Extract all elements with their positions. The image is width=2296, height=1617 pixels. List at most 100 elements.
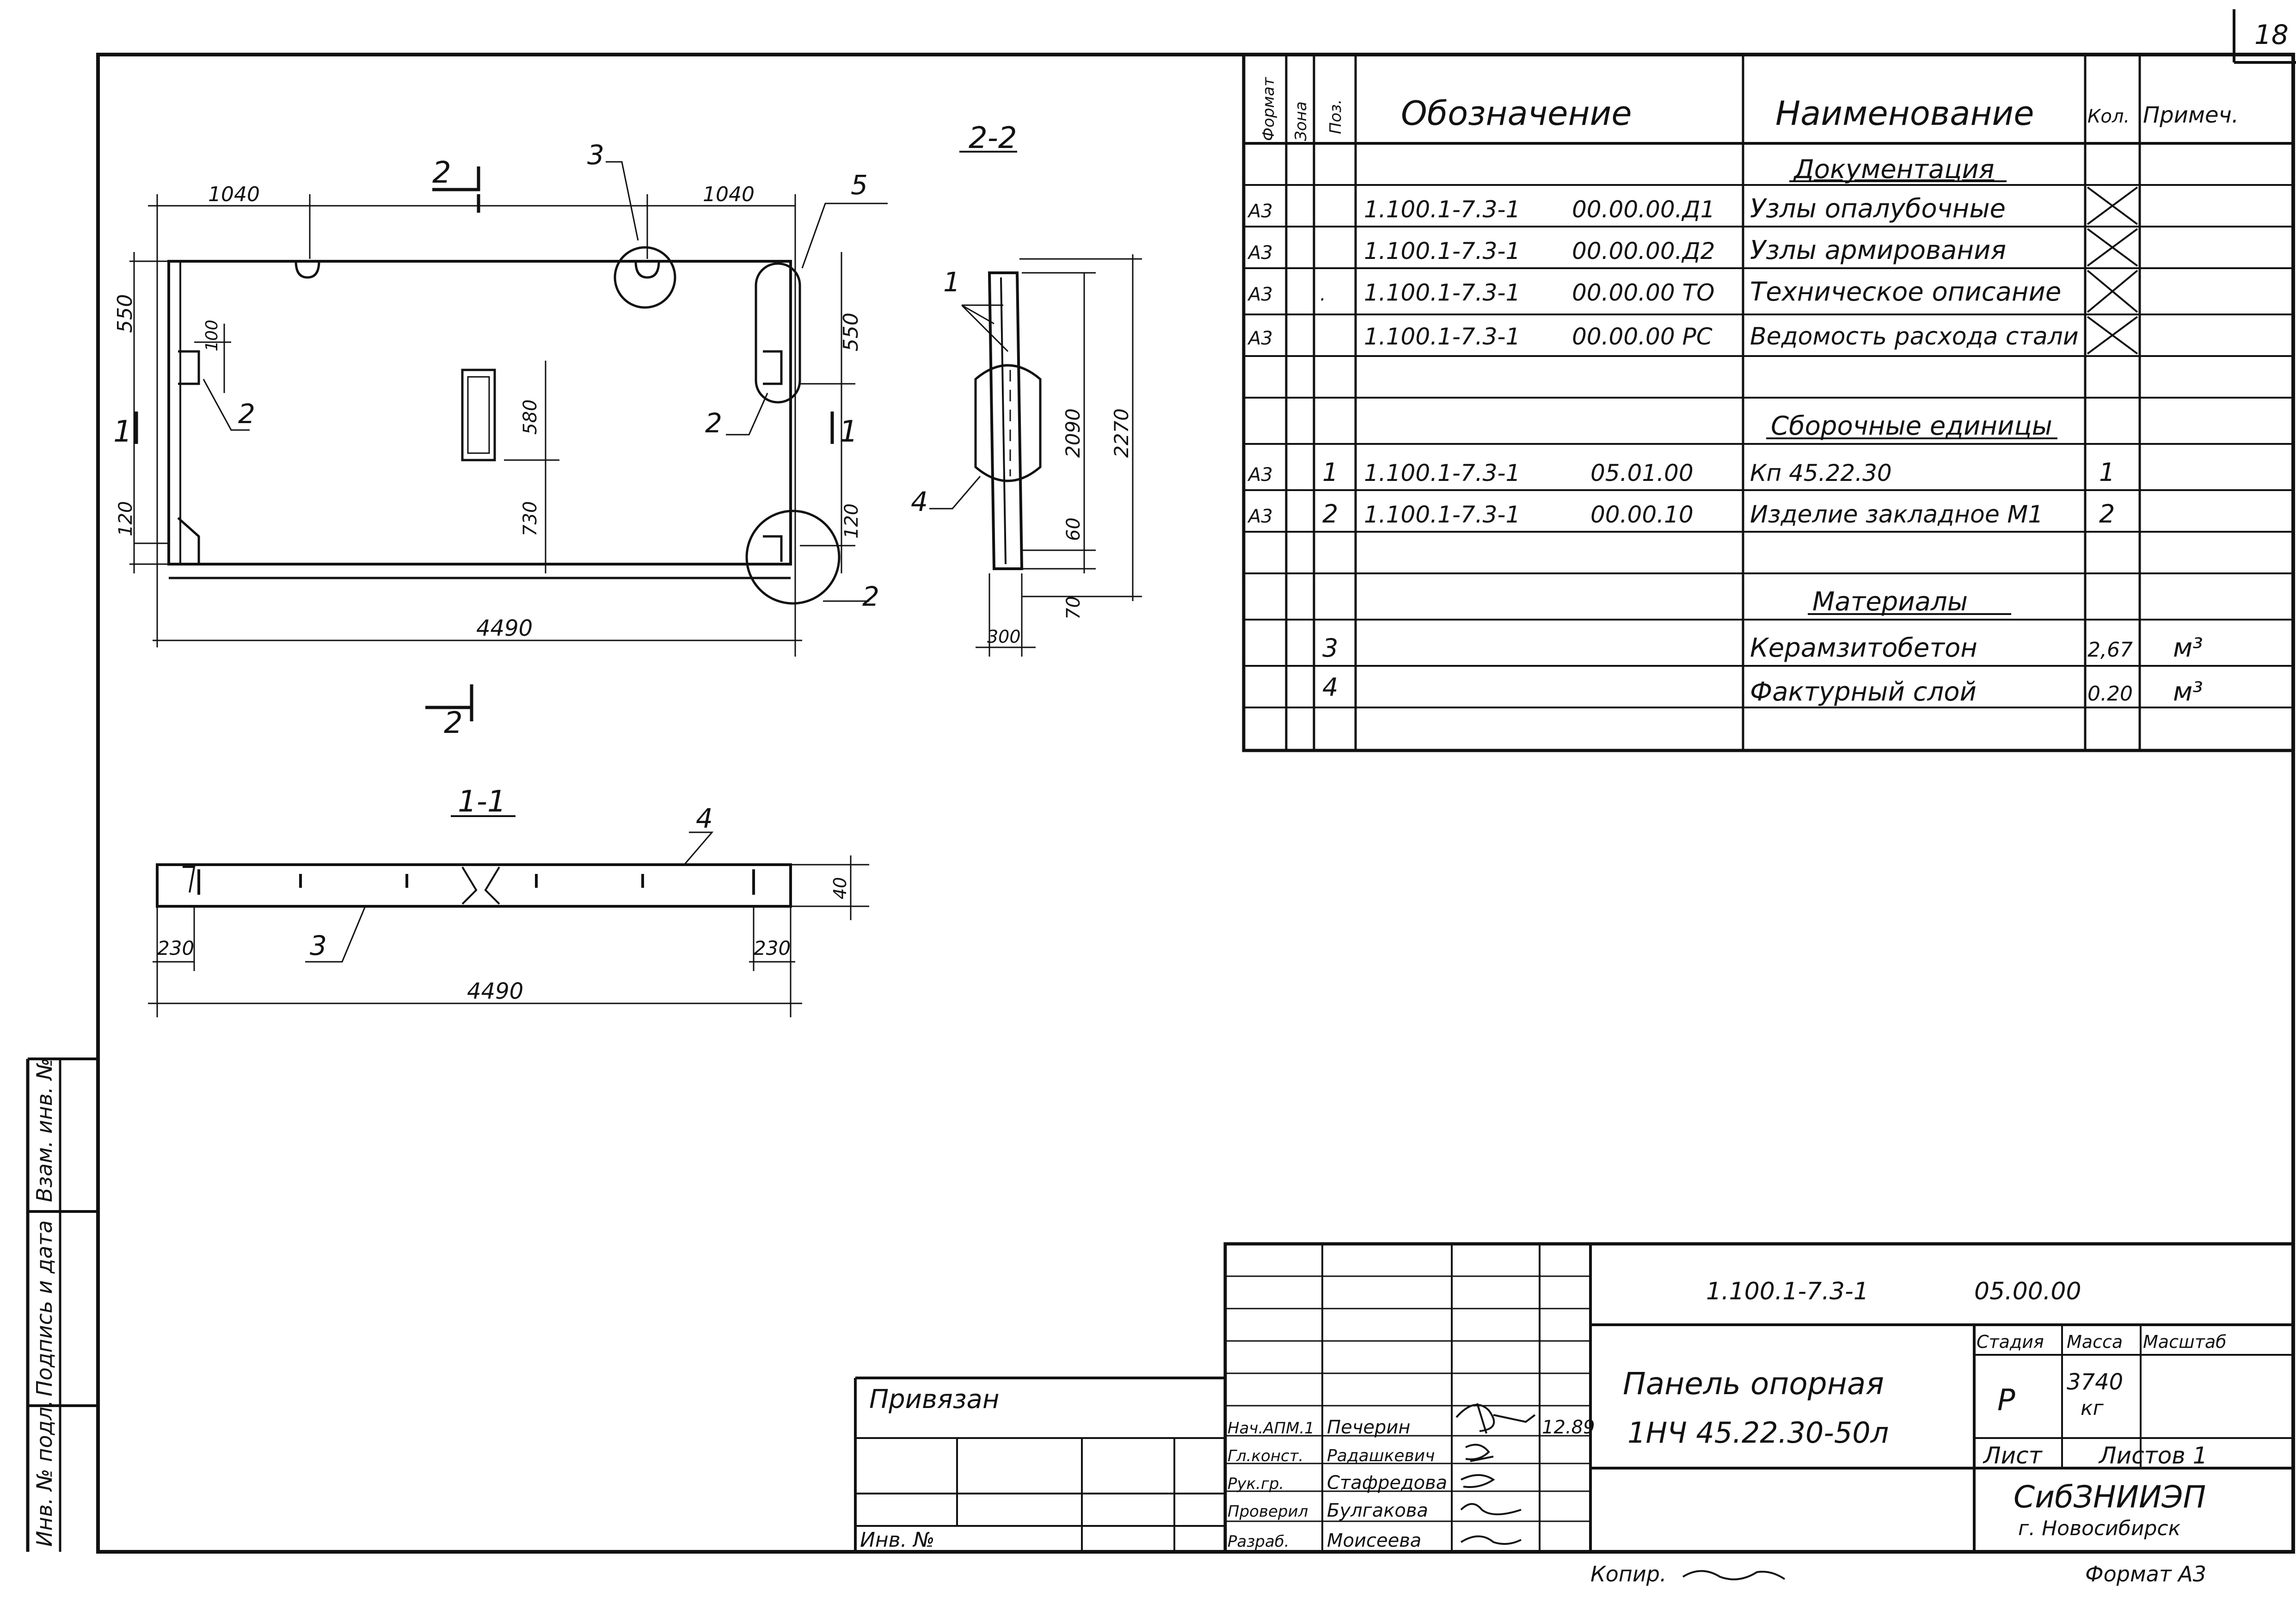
callout-2-right: 2 bbox=[705, 407, 722, 439]
callout-2-bottom: 2 bbox=[862, 581, 879, 612]
dim-60: 60 bbox=[1063, 517, 1084, 541]
staff-role: Разраб. bbox=[1228, 1532, 1289, 1551]
sheet-label: Лист bbox=[1983, 1442, 2043, 1469]
row-zone: . bbox=[1320, 284, 1326, 305]
staff-name: Радашкевич bbox=[1327, 1446, 1435, 1465]
stage-header: Стадия bbox=[1977, 1332, 2044, 1352]
left-strip: Взам. инв. № Подпись и дата Инв. № подл. bbox=[26, 1058, 98, 1552]
section-documentation: Документация bbox=[1793, 154, 1994, 184]
row-designation: 1.100.1-7.3-1 bbox=[1364, 460, 1520, 486]
footer-copied: Копир. bbox=[1590, 1562, 1667, 1586]
strip-sign-date: Подпись и дата bbox=[32, 1220, 57, 1396]
spec-table-headers: Формат Зона Поз. Обозначение Наименовани… bbox=[1259, 77, 2239, 141]
row-pos: 1 bbox=[1322, 458, 1338, 487]
header-format: Формат bbox=[1259, 77, 1278, 141]
row-pos: 2 bbox=[1322, 499, 1338, 529]
row-note: м³ bbox=[2173, 633, 2203, 663]
stage-value: Р bbox=[1997, 1383, 2015, 1418]
org-name: СибЗНИИЭП bbox=[2014, 1479, 2206, 1515]
product-line2: 1НЧ 45.22.30-50л bbox=[1627, 1416, 1889, 1450]
callout-3-11: 3 bbox=[310, 930, 327, 961]
dim-2090: 2090 bbox=[1062, 408, 1084, 458]
dim-plan-length: 4490 bbox=[476, 615, 533, 641]
row-qty: 0.20 bbox=[2087, 682, 2133, 706]
org-city: г. Новосибирск bbox=[2018, 1517, 2181, 1540]
row-name: Фактурный слой bbox=[1750, 677, 1977, 707]
table-row: А3 1 1.100.1-7.3-1 05.01.00 Кп 45.22.30 … bbox=[1247, 458, 2115, 487]
scale-header: Масштаб bbox=[2143, 1332, 2227, 1352]
header-designation: Обозначение bbox=[1401, 94, 1632, 133]
row-code: 00.00.00.Д2 bbox=[1572, 238, 1715, 264]
header-note: Примеч. bbox=[2143, 102, 2239, 128]
row-name: Узлы опалубочные bbox=[1750, 194, 2006, 224]
section-mark-1-left: 1 bbox=[113, 415, 132, 449]
title-block-text: 1.100.1-7.3-1 05.00.00 Панель опорная 1Н… bbox=[1228, 1278, 2227, 1551]
table-row: 4 Фактурный слой 0.20 м³ bbox=[1322, 673, 2203, 707]
footer-format: Формат А3 bbox=[2085, 1562, 2206, 1586]
privyazan-inv-label: Инв. № bbox=[860, 1528, 934, 1552]
row-name: Кп 45.22.30 bbox=[1750, 460, 1892, 486]
row-format: А3 bbox=[1247, 464, 1273, 486]
callout-2-left: 2 bbox=[238, 398, 255, 430]
row-pos: 3 bbox=[1322, 633, 1338, 663]
callout-1: 1 bbox=[943, 266, 960, 298]
section-mark-2-bottom: 2 bbox=[444, 706, 463, 740]
copier-signature bbox=[1682, 1570, 1786, 1580]
dim-230-left: 230 bbox=[157, 937, 194, 959]
section-2-2-labels: 2-2 1 4 2090 2270 60 70 300 bbox=[911, 121, 1133, 647]
doc-code: 05.00.00 bbox=[1974, 1278, 2081, 1305]
dim-left-bottom: 120 bbox=[115, 501, 136, 536]
callout-4-section: 4 bbox=[911, 486, 928, 517]
title-block bbox=[1223, 1242, 2295, 1554]
row-code: 05.01.00 bbox=[1590, 460, 1694, 486]
dim-left-small: 100 bbox=[203, 320, 221, 351]
row-name: Изделие закладное М1 bbox=[1750, 501, 2043, 529]
dim-40: 40 bbox=[830, 877, 850, 899]
section-1-1 bbox=[148, 815, 869, 1017]
privyazan-label: Привязан bbox=[869, 1384, 999, 1414]
mass-value: 3740 bbox=[2067, 1369, 2123, 1395]
row-designation: 1.100.1-7.3-1 bbox=[1364, 279, 1520, 306]
dim-left-top: 550 bbox=[113, 294, 137, 333]
section-1-1-title: 1-1 bbox=[458, 785, 506, 819]
mass-unit: кг bbox=[2081, 1396, 2104, 1420]
row-note: м³ bbox=[2173, 677, 2203, 707]
row-designation: 1.100.1-7.3-1 bbox=[1364, 323, 1520, 350]
row-qty: 1 bbox=[2099, 458, 2115, 487]
dim-2270: 2270 bbox=[1110, 408, 1133, 458]
section-mark-1-right: 1 bbox=[839, 415, 858, 449]
sheets-label: Листов 1 bbox=[2098, 1442, 2207, 1469]
dim-right-bottom: 120 bbox=[841, 504, 862, 539]
staff-name: Булгакова bbox=[1327, 1500, 1428, 1521]
table-row: 3 Керамзитобетон 2,67 м³ bbox=[1322, 633, 2203, 663]
corner-number-box: 18 bbox=[2233, 9, 2296, 64]
dim-center-upper: 580 bbox=[520, 400, 541, 435]
row-code: 00.00.00 ТО bbox=[1572, 279, 1714, 306]
row-qty: 2,67 bbox=[2087, 638, 2133, 662]
table-row: А3 1.100.1-7.3-1 00.00.00.Д1 Узлы опалуб… bbox=[1247, 194, 2006, 224]
dim-230-right: 230 bbox=[754, 937, 791, 959]
table-row: А3 . 1.100.1-7.3-1 00.00.00 ТО Техническ… bbox=[1247, 277, 2061, 307]
strip-inv-orig: Инв. № подл. bbox=[32, 1400, 57, 1547]
staff-role: Рук.гр. bbox=[1228, 1475, 1284, 1493]
header-qty: Кол. bbox=[2087, 106, 2130, 127]
section-1-1-labels: 1-1 4 3 40 230 230 4490 bbox=[157, 785, 850, 1004]
row-name: Узлы армирования bbox=[1750, 235, 2006, 265]
corner-number: 18 bbox=[2254, 19, 2289, 50]
signatures bbox=[1455, 1403, 1536, 1545]
dim-top-right: 1040 bbox=[703, 183, 755, 206]
section-2-2-title: 2-2 bbox=[969, 121, 1017, 155]
row-code: 00.00.00 РС bbox=[1572, 323, 1713, 350]
staff-role: Нач.АПМ.1 bbox=[1228, 1419, 1314, 1438]
plan-dimensions: 1040 1040 550 100 120 550 120 580 730 44… bbox=[113, 139, 879, 740]
row-name: Техническое описание bbox=[1750, 277, 2061, 307]
doc-number: 1.100.1-7.3-1 bbox=[1706, 1278, 1869, 1305]
dim-11-length: 4490 bbox=[467, 978, 523, 1004]
row-name: Ведомость расхода стали bbox=[1750, 323, 2079, 350]
spec-table bbox=[1242, 53, 2295, 752]
dim-right-top: 550 bbox=[839, 313, 863, 351]
approval-date: 12.89 bbox=[1542, 1417, 1595, 1438]
header-pos: Поз. bbox=[1326, 99, 1345, 134]
callout-3: 3 bbox=[587, 139, 604, 171]
